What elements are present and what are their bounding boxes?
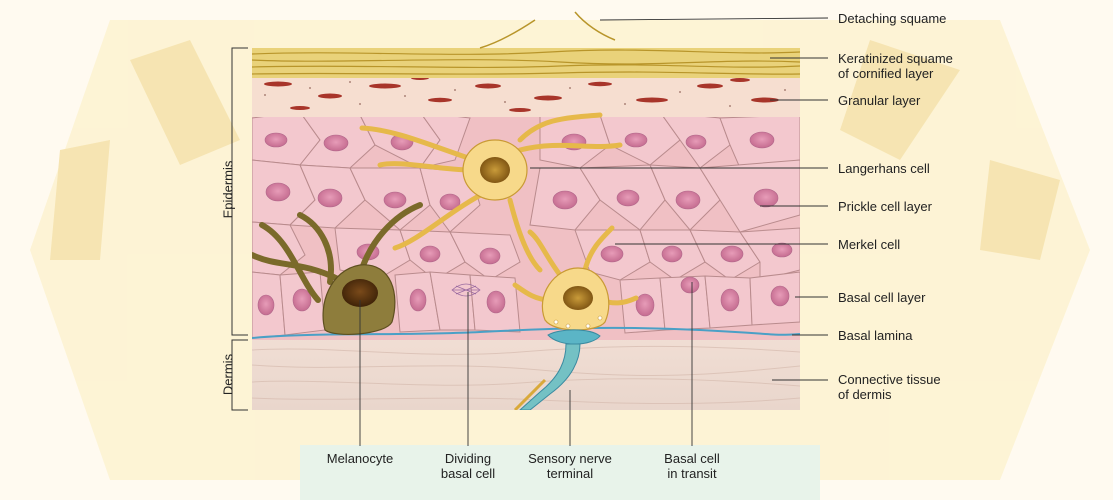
label-merkel-cell: Merkel cell xyxy=(838,237,900,252)
label-keratinized-squame-line2: of cornified layer xyxy=(838,66,933,81)
label-connective-tissue-line2: of dermis xyxy=(838,387,891,402)
label-connective-tissue-line1: Connective tissue xyxy=(838,372,941,387)
label-dividing-basal-cell-line1: Dividing xyxy=(418,451,518,466)
label-epidermis: Epidermis xyxy=(221,150,236,230)
label-basal-lamina: Basal lamina xyxy=(838,328,912,343)
label-keratinized-squame-line1: Keratinized squame xyxy=(838,51,953,66)
label-detaching-squame: Detaching squame xyxy=(838,11,946,26)
label-basal-cell-transit-line1: Basal cell xyxy=(642,451,742,466)
label-granular-layer: Granular layer xyxy=(838,93,920,108)
label-melanocyte: Melanocyte xyxy=(310,451,410,466)
label-prickle-cell-layer: Prickle cell layer xyxy=(838,199,932,214)
label-langerhans-cell: Langerhans cell xyxy=(838,161,930,176)
label-dermis: Dermis xyxy=(221,335,236,415)
label-sensory-nerve-line1: Sensory nerve xyxy=(515,451,625,466)
label-sensory-nerve-line2: terminal xyxy=(515,466,625,481)
label-dividing-basal-cell-line2: basal cell xyxy=(418,466,518,481)
label-basal-cell-transit-line2: in transit xyxy=(642,466,742,481)
label-basal-cell-layer: Basal cell layer xyxy=(838,290,925,305)
